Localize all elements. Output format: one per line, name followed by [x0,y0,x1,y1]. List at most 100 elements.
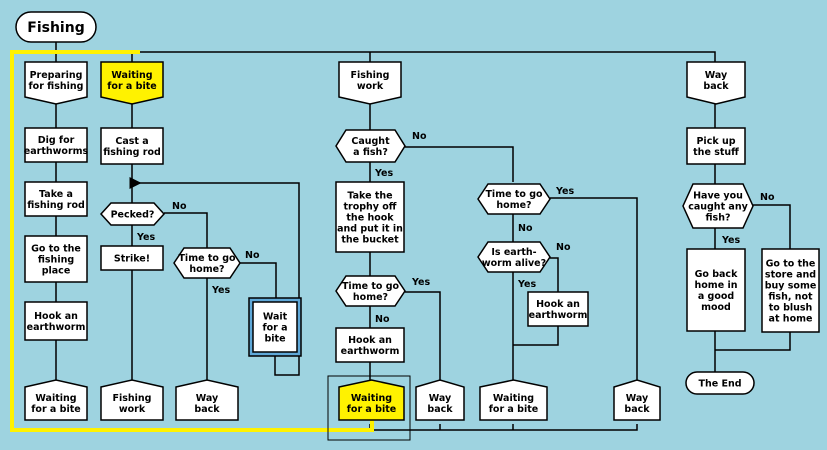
wait-loop-connector [132,182,300,376]
col4-have-decision-shape [682,183,754,229]
col3-alive-decision-label-line: Is earth- [491,247,536,258]
store-return-connector [715,332,791,351]
col4-store-node-shape [761,248,820,333]
col4-mood-node-label-line: home in [695,280,738,291]
col4-header-node-label-line: Way [705,70,728,81]
col3-time-decision-label-line: Time to go [342,281,400,292]
pecked-yes-label: Yes [136,232,155,243]
time-yes-label: Yes [211,285,230,296]
col1-step-dig-label-line: Dig for [38,135,75,146]
col1-end-node-label-line: for a bite [31,404,80,415]
col3-end-wait1-shape [338,379,405,421]
col3-caught-decision-shape [335,129,406,163]
col1-step-rod-label-line: fishing rod [27,200,85,211]
highlight-frame [327,375,411,441]
caught-no-label: No [412,131,427,142]
col3-trophy-node-label-line: and put it in [337,224,403,235]
col1-step-place-label-line: Go to the [31,244,81,255]
col4-end-node-shape [685,371,755,395]
col3-end-way2-shape [613,379,661,421]
col1-step-hook-shape [24,301,88,341]
col1-header-node-label-line: for fishing [29,81,84,92]
col3-end-wait2-label-line: for a bite [489,404,538,415]
col3-end-way1-label-line: back [427,404,453,415]
col2-end-way-label-line: Way [196,393,219,404]
col1-step-hook-label-line: Hook an [34,311,78,322]
col2-header-node-label-line: Waiting [111,70,152,81]
col3-end-way2-label-line: Way [626,393,649,404]
col3-time-decision-label-line: home? [353,292,388,303]
col2-pecked-decision: Pecked? [99,202,166,226]
col2-wait-node-label-line: Wait [263,312,288,323]
col3-trophy-node-label-line: trophy off [343,202,396,213]
col3-end-way1-label-line: Way [429,393,452,404]
col3-end-way2-label-line: back [624,404,650,415]
col1-header-node-label-line: Preparing [30,70,83,81]
col3-caught-decision-label-line: Caught [351,136,390,147]
col2-wait-node-label-line: bite [264,334,285,345]
yellow-path [10,50,374,432]
col3-trophy-node-label-line: the bucket [341,235,399,246]
col4-mood-node-label-line: a good [698,291,734,302]
col2-end-fishing-shape [100,379,164,421]
have-no-label: No [760,192,775,203]
col2-time-decision-label-line: Time to go [178,253,236,264]
col3-end-wait2-shape [479,379,548,421]
col2-wait-node-label-line: for a [262,323,287,334]
col4-mood-node-label-line: Go back [695,269,738,280]
col3-time2-decision-label-line: home? [496,200,531,211]
col3-alive-decision-shape [477,241,551,273]
col2-pecked-decision-label-line: Pecked? [111,210,155,221]
col1-step-dig-shape [24,127,88,163]
col3-hook2-node-shape [527,291,589,327]
col2-time-decision-label-line: home? [189,264,224,275]
col1-end-node-shape [24,379,88,421]
col3-end-way1-shape [415,379,465,421]
col3-end-wait1-label-line: for a bite [347,404,396,415]
have-no-connector [753,204,791,249]
col4-pick-node-shape [686,127,746,165]
pecked-no-label: No [172,201,187,212]
col2-header-node-label-line: for a bite [107,81,156,92]
col3-hook-node-label-line: Hook an [348,335,392,346]
col2-end-fishing-label-line: work [119,404,146,415]
col3-time2-decision-shape [477,183,551,215]
col3-header-node-shape [338,61,402,105]
col4-header-node-label-line: back [703,81,729,92]
col3-alive-decision: Is earth-worm alive? [477,241,551,273]
col1-step-place-label-line: place [42,266,71,277]
time2-no-label: No [518,223,533,234]
col2-wait-node-shape [252,301,298,353]
col4-store-node-label-line: buy some [765,281,817,292]
col1-step-hook-label-line: earthworm [27,322,86,333]
col2-cast-node-shape [100,127,164,165]
col2-strike-node-shape [100,245,164,271]
col4-store-node-label-line: store and [765,270,816,281]
col3-hook-node-label-line: earthworm [341,346,400,357]
col4-have-decision-label-line: caught any [688,202,748,213]
col4-store-node-label-line: at home [769,314,813,325]
col4-have-decision-label-line: fish? [706,213,731,224]
time-no-label: No [245,250,260,261]
col3-header-node-label-line: Fishing [351,70,390,81]
hook2-return-connector [513,326,559,346]
col1-end-node-label-line: Waiting [35,393,76,404]
time-no-label-2: No [375,314,390,325]
